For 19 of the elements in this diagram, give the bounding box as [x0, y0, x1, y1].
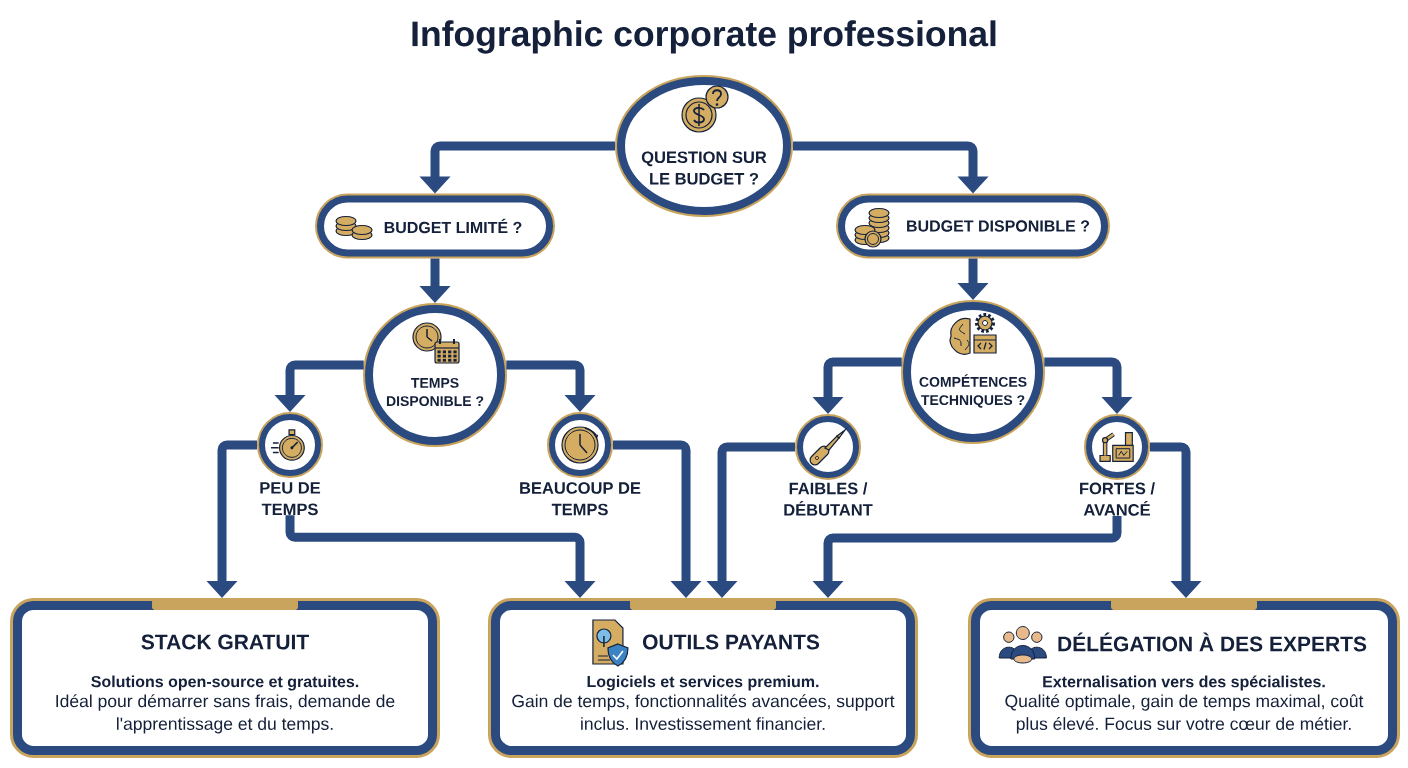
- node-label: BUDGET DISPONIBLE ?: [907, 220, 1090, 232]
- box-heading: DÉLÉGATION À DES EXPERTS: [1058, 632, 1367, 652]
- node-label: COMPÉTENCES TECHNIQUES ?: [919, 374, 1027, 408]
- node-label: QUESTION SUR LE BUDGET ?: [641, 151, 767, 185]
- node-label: TEMPS DISPONIBLE ?: [386, 377, 484, 407]
- option-label: FAIBLES / DÉBUTANT: [784, 482, 873, 516]
- box-subtitle: Externalisation vers des spécialistes.: [1043, 675, 1325, 691]
- option-label: BEAUCOUP DE TEMPS: [520, 482, 641, 516]
- option-label: FORTES / AVANCÉ: [1080, 482, 1155, 516]
- option-label: PEU DE TEMPS: [260, 482, 321, 516]
- title: Infographic corporate professional: [412, 20, 996, 54]
- box-text: Gain de temps, fonctionnalités avancées, support inclus. Investissement financier.: [512, 694, 895, 730]
- node-label: BUDGET LIMITÉ ?: [384, 218, 522, 234]
- box-subtitle: Solutions open-source et gratuites.: [91, 675, 359, 691]
- box-heading: STACK GRATUIT: [141, 634, 309, 650]
- box-text: Idéal pour démarrer sans frais, demande de l'apprentissage et du temps.: [56, 694, 395, 734]
- box-heading: OUTILS PAYANTS: [643, 634, 820, 650]
- box-text: Qualité optimale, gain de temps maximal, coût plus élevé. Focus sur votre cœur de métier.: [1005, 694, 1364, 734]
- box-subtitle: Logiciels et services premium.: [587, 675, 819, 691]
